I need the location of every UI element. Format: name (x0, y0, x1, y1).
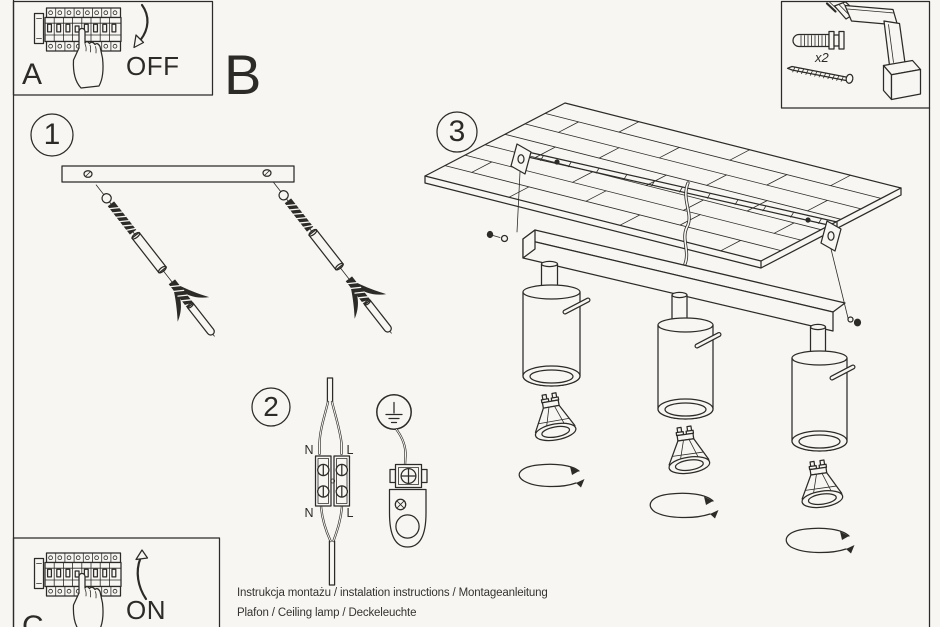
footer-product-line: Plafon / Ceiling lamp / Deckeleuchte (237, 607, 417, 619)
drill-icon (825, 1, 922, 101)
mounting-rail (527, 151, 838, 228)
adjust-handle-icon (694, 332, 722, 349)
step1-circle (30, 113, 74, 157)
mounting-tab-left (510, 143, 532, 175)
ground-symbol-icon (376, 394, 412, 430)
lamp-bar (522, 229, 846, 332)
mounting-screw-icon (786, 65, 854, 84)
gu10-bulb-3 (796, 457, 845, 511)
ground-terminal-icon (388, 428, 428, 548)
rotation-arrow-3 (785, 527, 855, 554)
wire-label-live-bottom: L (346, 506, 354, 520)
gu10-bulb-1 (528, 389, 578, 444)
step2-illustration (251, 377, 428, 586)
adjust-handle-icon (829, 364, 856, 381)
step3-illustration (424, 102, 902, 554)
tools-box (780, 0, 931, 109)
box-c-letter: C (22, 610, 44, 627)
step3-number: 3 (448, 115, 466, 148)
wire-label-neutral-top: N (304, 443, 314, 457)
breaker-panel-icon (33, 552, 122, 597)
footer-title-line: Instrukcja montażu / instalation instruc… (237, 587, 548, 599)
step2-number: 2 (263, 391, 279, 422)
power-cable (683, 181, 691, 266)
power-on-box (12, 537, 221, 627)
bar-screw-right (847, 316, 862, 327)
expansion-anchor-icon (79, 171, 231, 350)
page-border (12, 0, 931, 627)
alignment-guides (516, 171, 849, 319)
off-label: OFF (126, 51, 180, 81)
screw-count-label: x2 (815, 50, 829, 65)
arrow-up-icon (135, 549, 149, 601)
bar-screw-left (486, 230, 509, 243)
wall-plug-icon (792, 30, 845, 50)
step3-circle (436, 111, 478, 153)
rotation-arrow-2 (649, 492, 719, 519)
breaker-panel-icon (33, 7, 122, 52)
spotlight-1 (522, 260, 591, 387)
adjust-handle-icon (562, 297, 591, 315)
terminal-block-icon (314, 455, 351, 507)
spotlight-3 (791, 323, 856, 452)
power-cord-icon (318, 377, 344, 586)
rotation-arrow-1 (518, 463, 585, 488)
step2-circle (251, 387, 291, 427)
step1-number: 1 (43, 118, 61, 151)
spotlight-2 (657, 291, 722, 420)
expansion-anchor-icon (256, 168, 408, 347)
on-label: ON (126, 595, 166, 625)
wire-label-neutral-bottom: N (304, 506, 314, 520)
wire-label-live-top: L (346, 443, 354, 457)
mounting-bracket-bar (61, 165, 295, 183)
arrow-down-icon (133, 3, 149, 49)
mounting-tab-right (820, 220, 842, 252)
step1-illustration (30, 113, 408, 350)
section-b-letter: B (224, 43, 262, 106)
gu10-bulb-2 (663, 423, 712, 477)
box-a-letter: A (22, 58, 43, 91)
power-off-box (12, 0, 214, 96)
